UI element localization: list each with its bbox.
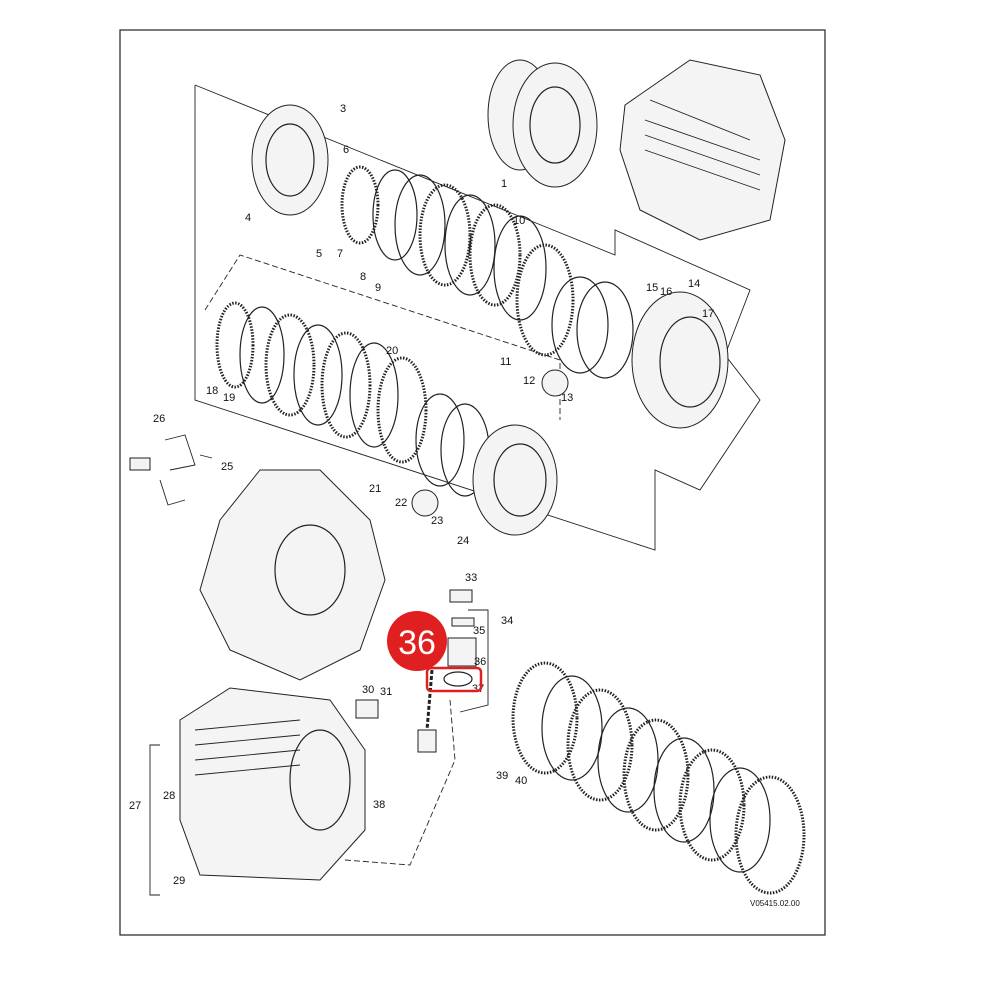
sensor-leader [344, 699, 456, 866]
bracket-34 [459, 609, 489, 713]
label-8: 8 [360, 271, 366, 283]
sensor-assembly [355, 589, 477, 753]
clutch-discs-lower [511, 661, 806, 895]
label-35: 35 [473, 625, 485, 637]
label-31: 31 [380, 686, 392, 698]
label-15: 15 [646, 282, 658, 294]
clutch-drum-1 [487, 59, 598, 188]
label-4: 4 [245, 212, 251, 224]
label-3: 3 [340, 103, 346, 115]
sub-pack-boundary [204, 254, 561, 420]
label-39: 39 [496, 770, 508, 782]
label-11: 11 [500, 356, 511, 368]
drawing-code: V05415.02.00 [750, 899, 800, 908]
label-10: 10 [513, 215, 525, 227]
bracket-27 [149, 744, 160, 896]
part-labels: 3 6 4 5 7 1 10 8 9 14 15 16 17 20 11 12 … [129, 103, 800, 908]
label-19: 19 [223, 392, 235, 404]
label-29: 29 [173, 875, 185, 887]
label-40: 40 [515, 775, 527, 787]
highlight-badge [387, 611, 447, 671]
label-23: 23 [431, 515, 443, 527]
label-24: 24 [457, 535, 469, 547]
cover-plate-4 [251, 104, 329, 216]
label-18: 18 [206, 385, 218, 397]
label-12: 12 [523, 375, 535, 387]
label-37: 37 [472, 683, 484, 695]
label-6: 6 [343, 144, 349, 156]
label-22: 22 [395, 497, 407, 509]
highlight-badge-label: 36 [398, 624, 436, 662]
label-27: 27 [129, 800, 141, 812]
highlight-box [425, 666, 483, 693]
label-14: 14 [688, 278, 700, 290]
label-16: 16 [660, 286, 672, 298]
label-33: 33 [465, 572, 477, 584]
clutch-plates-middle [215, 301, 558, 536]
transmission-housing-bottom [179, 687, 366, 881]
icon-insert-13 [541, 369, 569, 397]
label-5: 5 [316, 248, 322, 260]
label-17: 17 [702, 308, 714, 320]
label-38: 38 [373, 799, 385, 811]
label-9: 9 [375, 282, 381, 294]
clutch-housing-mid [199, 469, 386, 681]
piston-housing-17 [631, 291, 729, 429]
label-30: 30 [362, 684, 374, 696]
clutch-plates-upper [340, 165, 634, 379]
label-1: 1 [501, 178, 507, 190]
label-36: 36 [474, 656, 486, 668]
label-7: 7 [337, 248, 343, 260]
label-34: 34 [501, 615, 513, 627]
transmission-housing-top [619, 59, 786, 241]
label-21: 21 [369, 483, 381, 495]
label-26: 26 [153, 413, 165, 425]
label-25: 25 [221, 461, 233, 473]
label-13: 13 [561, 392, 573, 404]
label-28: 28 [163, 790, 175, 802]
icon-insert-23 [411, 489, 439, 517]
label-20: 20 [386, 345, 398, 357]
bracket-parts [129, 434, 213, 506]
